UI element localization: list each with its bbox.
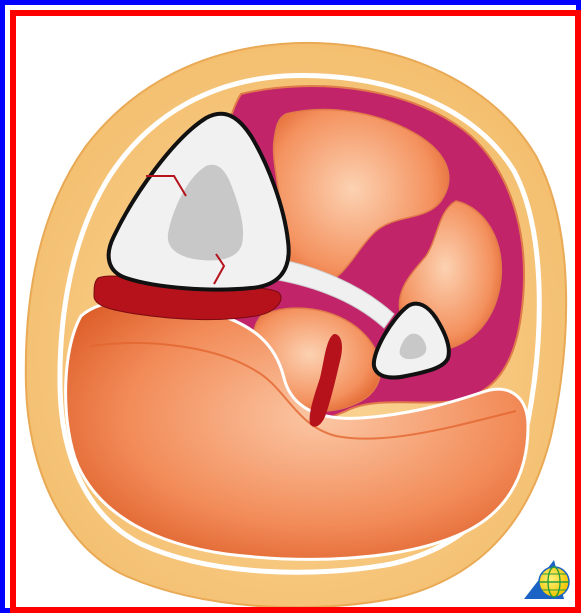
- figure-panel: [10, 10, 581, 613]
- globe-logo-icon: [524, 560, 569, 599]
- anatomy-diagram: [16, 16, 575, 607]
